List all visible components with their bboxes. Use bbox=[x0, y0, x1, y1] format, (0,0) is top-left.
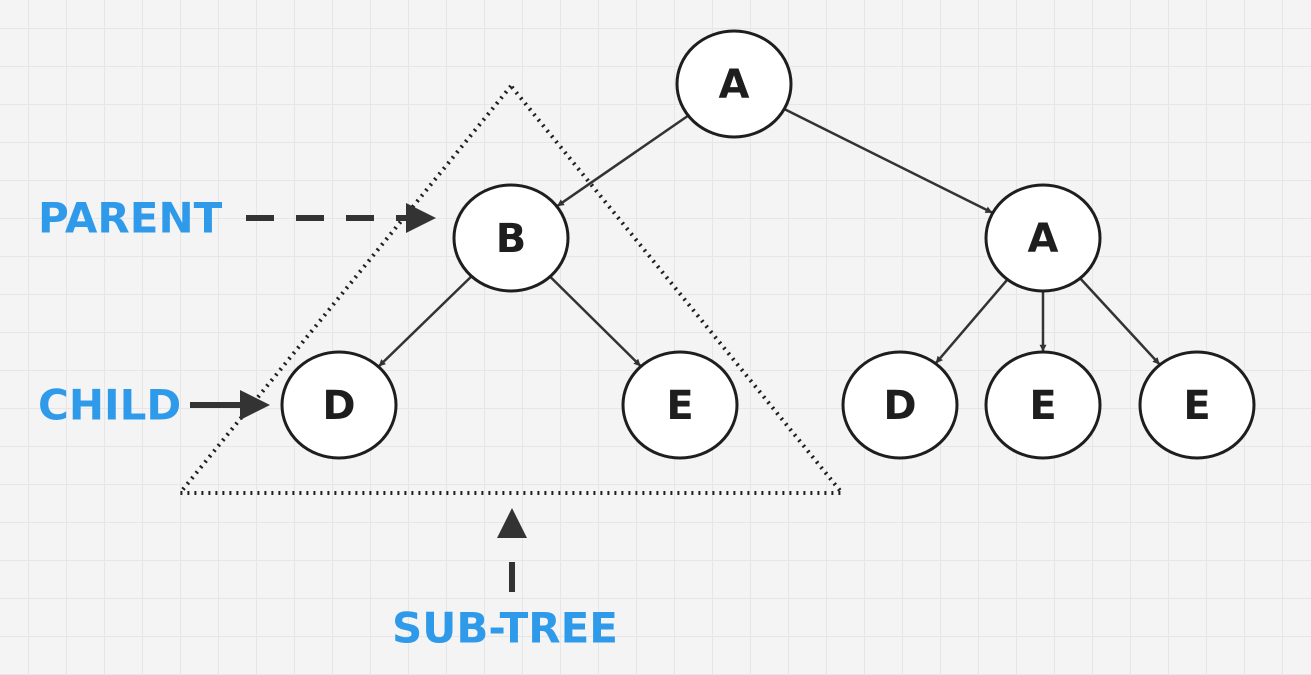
child-label: CHILD bbox=[38, 381, 181, 430]
node-label: A bbox=[1028, 216, 1059, 262]
node-circle bbox=[841, 350, 959, 460]
node-circle bbox=[280, 350, 398, 460]
node-label: E bbox=[1183, 383, 1210, 429]
node-label: A bbox=[719, 62, 750, 108]
node-label: E bbox=[1029, 383, 1056, 429]
node-label: D bbox=[883, 383, 916, 429]
node-label: B bbox=[496, 216, 527, 262]
subtree-label: SUB-TREE bbox=[392, 604, 618, 653]
edge-root-to-b bbox=[556, 114, 689, 207]
tree-node-a2: A bbox=[984, 183, 1102, 293]
tree-node-b: B bbox=[452, 183, 570, 293]
edge-b-to-e1 bbox=[549, 275, 642, 367]
node-circle bbox=[621, 350, 739, 460]
edge-b-to-d1 bbox=[378, 275, 473, 367]
tree-node-e3: E bbox=[1138, 350, 1256, 460]
edge-root-to-a2 bbox=[783, 107, 993, 214]
node-circle bbox=[984, 183, 1102, 293]
node-circle bbox=[452, 183, 570, 293]
node-label: E bbox=[666, 383, 693, 429]
tree-node-root: A bbox=[675, 29, 793, 139]
node-circle bbox=[984, 350, 1102, 460]
tree-node-d1: D bbox=[280, 350, 398, 460]
node-circle bbox=[675, 29, 793, 139]
tree-node-d2: D bbox=[841, 350, 959, 460]
tree-node-e1: E bbox=[621, 350, 739, 460]
node-label: D bbox=[322, 383, 355, 429]
node-circle bbox=[1138, 350, 1256, 460]
tree-node-e2: E bbox=[984, 350, 1102, 460]
parent-label: PARENT bbox=[38, 194, 223, 243]
tree-edges bbox=[378, 107, 1161, 367]
edge-a2-to-d2 bbox=[935, 278, 1009, 364]
tree-nodes: A B A D E D E E bbox=[280, 29, 1256, 460]
subtree-outline bbox=[175, 82, 847, 495]
edge-a2-to-e3 bbox=[1079, 277, 1161, 365]
